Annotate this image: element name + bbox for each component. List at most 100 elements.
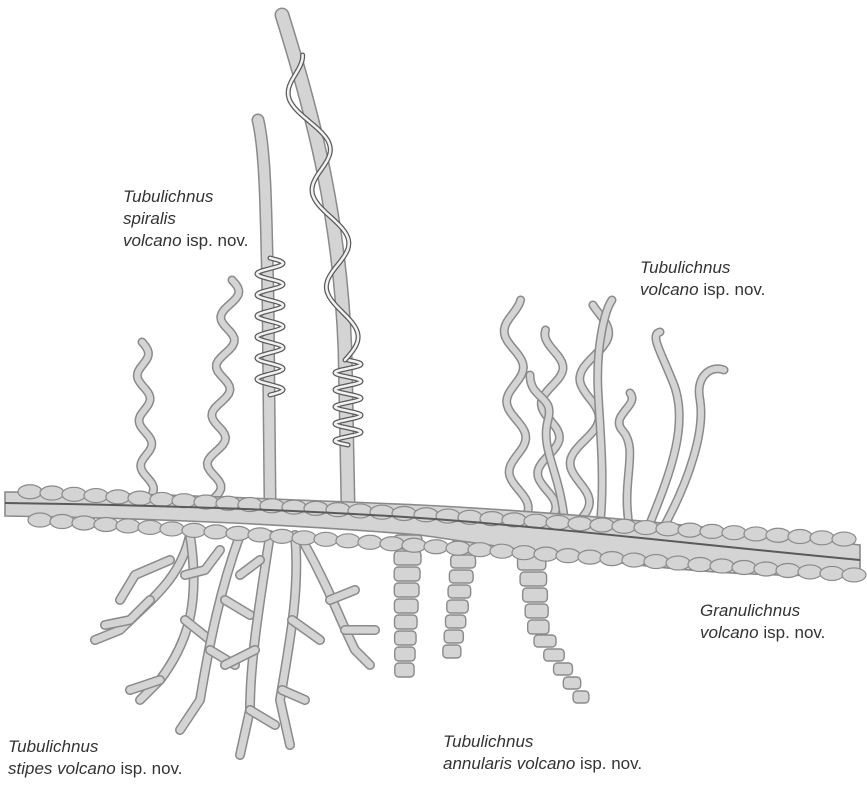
granule — [18, 485, 42, 499]
granule — [656, 522, 680, 536]
label-volcano-line1: Tubulichnus — [640, 258, 730, 277]
label-spiralis-line3-tail: isp. nov. — [182, 231, 249, 250]
granule — [798, 565, 822, 579]
wavy-tube-left-2 — [207, 280, 239, 500]
granule — [700, 524, 724, 538]
label-volcano-line2-tail: isp. nov. — [699, 280, 766, 299]
label-annularis-line1: Tubulichnus — [443, 732, 533, 751]
wavy-upright-tubes — [137, 280, 724, 530]
granule — [446, 541, 470, 555]
granule — [28, 513, 52, 527]
tall-tube-right — [282, 15, 348, 505]
branching-burrows — [95, 535, 375, 755]
branch-burrow-12 — [250, 710, 275, 725]
label-tubulichnus-volcano: Tubulichnus volcano isp. nov. — [640, 257, 765, 301]
label-volcano-line2-italic: volcano — [640, 280, 699, 299]
label-granulichnus-line2-tail: isp. nov. — [759, 623, 826, 642]
label-spiralis-line1: Tubulichnus — [123, 187, 213, 206]
granular-substrate-band — [5, 485, 866, 582]
wavy-tube-right-4 — [530, 375, 565, 525]
label-granulichnus-line2-italic: volcano — [700, 623, 759, 642]
granule — [832, 532, 856, 546]
granule — [568, 517, 592, 531]
granule — [336, 534, 360, 548]
granule — [314, 532, 338, 546]
label-tubulichnus-stipes: Tubulichnus stipes volcano isp. nov. — [8, 736, 183, 780]
granule — [590, 518, 614, 532]
granule — [270, 529, 294, 543]
granule — [248, 528, 272, 542]
granule — [744, 527, 768, 541]
granule — [512, 546, 536, 560]
granule — [820, 566, 844, 580]
granule — [622, 553, 646, 567]
label-annularis-line2-italic: annularis volcano — [443, 754, 575, 773]
label-tubulichnus-annularis: Tubulichnus annularis volcano isp. nov. — [443, 731, 642, 775]
annulated-burrow-2 — [443, 540, 478, 658]
granule — [150, 492, 174, 506]
granule — [600, 552, 624, 566]
granule — [138, 520, 162, 534]
branch-burrow-20 — [240, 560, 260, 575]
granule — [402, 538, 426, 552]
branch-burrow-13 — [280, 535, 296, 745]
granule — [766, 528, 790, 542]
granule — [688, 558, 712, 572]
granule — [380, 537, 404, 551]
label-granulichnus-volcano: Granulichnus volcano isp. nov. — [700, 600, 825, 644]
granule — [40, 486, 64, 500]
branch-burrow-3 — [105, 600, 150, 625]
granule — [842, 568, 866, 582]
granule — [116, 519, 140, 533]
branch-burrow-15 — [282, 690, 305, 700]
granule — [810, 531, 834, 545]
label-granulichnus-line1: Granulichnus — [700, 601, 800, 620]
branch-burrow-8 — [225, 600, 250, 615]
branch-burrow-16 — [305, 545, 370, 665]
annulated-burrow-1 — [394, 535, 422, 677]
granule — [732, 561, 756, 575]
granule — [468, 543, 492, 557]
granule — [776, 563, 800, 577]
wavy-tube-right-5 — [619, 393, 632, 530]
granule — [358, 535, 382, 549]
granule — [534, 547, 558, 561]
label-stipes-line2-italic: stipes volcano — [8, 759, 116, 778]
label-spiralis-line3-italic: volcano — [123, 231, 182, 250]
granule — [578, 550, 602, 564]
wavy-tube-right-1 — [504, 300, 528, 525]
granule — [172, 494, 196, 508]
granule — [546, 515, 570, 529]
granule — [94, 517, 118, 531]
label-stipes-line1: Tubulichnus — [8, 737, 98, 756]
label-spiralis-line2: spiralis — [123, 209, 176, 228]
granule — [292, 531, 316, 545]
granule — [424, 540, 448, 554]
wavy-tube-left — [137, 342, 153, 500]
granule — [556, 549, 580, 563]
label-stipes-line2-tail: isp. nov. — [116, 759, 183, 778]
granule — [754, 562, 778, 576]
granule — [710, 559, 734, 573]
granule — [182, 523, 206, 537]
granule — [84, 489, 108, 503]
granule — [788, 530, 812, 544]
granule — [62, 487, 86, 501]
granule — [106, 490, 130, 504]
label-tubulichnus-spiralis: Tubulichnus spiralis volcano isp. nov. — [123, 186, 248, 252]
spiral-loose-right — [288, 55, 358, 360]
granule — [666, 556, 690, 570]
annulated-burrow-3-tail — [534, 635, 589, 703]
granule — [128, 491, 152, 505]
granule — [722, 526, 746, 540]
granule — [634, 521, 658, 535]
granule — [50, 515, 74, 529]
granule — [490, 544, 514, 558]
granule — [612, 519, 636, 533]
granule — [204, 525, 228, 539]
granule — [678, 523, 702, 537]
granule — [160, 522, 184, 536]
granule — [226, 526, 250, 540]
granule — [348, 504, 372, 518]
